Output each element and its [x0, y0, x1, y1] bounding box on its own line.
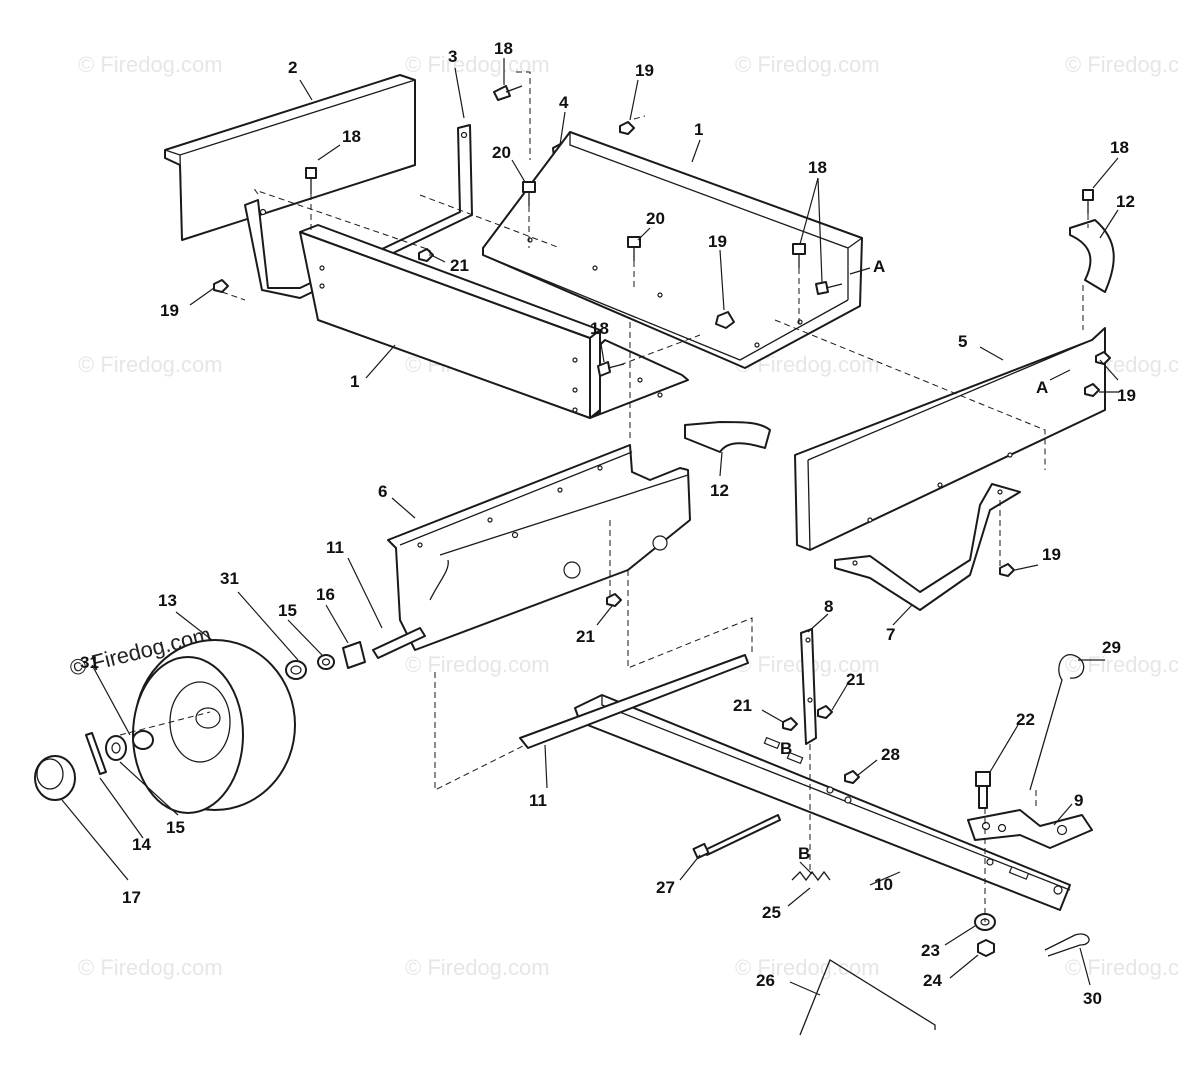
part-17-hub-cap	[34, 755, 76, 801]
part-15-washer-outer	[105, 735, 127, 761]
callout-21: 21	[733, 696, 752, 715]
part-11-axle	[372, 627, 749, 749]
callout-24: 24	[923, 971, 942, 990]
callout-A: A	[873, 257, 885, 276]
part-10-tongue	[574, 694, 1071, 911]
callout-19: 19	[635, 61, 654, 80]
callout-20: 20	[646, 209, 665, 228]
callout-9: 9	[1074, 791, 1083, 810]
part-12-clamp-upper	[1069, 219, 1115, 293]
callout-19: 19	[160, 301, 179, 320]
part-5-front-rail	[794, 327, 1106, 551]
callout-3: 3	[448, 47, 457, 66]
callout-15: 15	[166, 818, 185, 837]
callout-20: 20	[492, 143, 511, 162]
part-31-bushing-outer	[132, 730, 154, 750]
part-14-cotter-pin	[85, 732, 107, 775]
callout-7: 7	[886, 625, 895, 644]
callout-19: 19	[1117, 386, 1136, 405]
callout-31: 31	[220, 569, 239, 588]
watermark-text: © Firedog.com	[78, 955, 223, 980]
watermark-text: © Firedog.com	[735, 52, 880, 77]
callout-19: 19	[708, 232, 727, 251]
part-9-hitch-plate	[967, 809, 1093, 849]
callout-12: 12	[710, 481, 729, 500]
callout-18: 18	[590, 319, 609, 338]
callout-11: 11	[529, 791, 547, 810]
part-8-bracket	[800, 628, 817, 745]
watermark-text: © Firedog.com	[405, 52, 550, 77]
part-12-clamp-lower	[684, 421, 771, 453]
callout-23: 23	[921, 941, 940, 960]
callout-11: 11	[326, 538, 344, 557]
callout-25: 25	[762, 903, 781, 922]
callout-5: 5	[958, 332, 967, 351]
watermark-text: © Firedog.com	[405, 652, 550, 677]
part-13-wheel	[132, 639, 296, 814]
callout-22: 22	[1016, 710, 1035, 729]
callout-28: 28	[881, 745, 900, 764]
callout-A: A	[1036, 378, 1048, 397]
part-1-side-rail-lower	[299, 224, 689, 419]
callout-1: 1	[694, 120, 703, 139]
callout-14: 14	[132, 835, 151, 854]
callout-18: 18	[808, 158, 827, 177]
callout-B: B	[798, 844, 810, 863]
callout-labels: 2 3 18 4 19 1 18 20 20 19 18 A 18 12 19 …	[80, 39, 1136, 1008]
watermark-text: © Firedog.com	[405, 955, 550, 980]
watermark-text: © Firedog.com	[1065, 52, 1180, 77]
callout-13: 13	[158, 591, 177, 610]
callout-21: 21	[450, 256, 469, 275]
fastener-layer	[213, 85, 1111, 1036]
callout-10: 10	[874, 875, 893, 894]
part-31-bushing	[285, 660, 307, 680]
callout-8: 8	[824, 597, 833, 616]
callout-16: 16	[316, 585, 335, 604]
callout-12: 12	[1116, 192, 1135, 211]
part-6-channel	[387, 444, 691, 651]
watermark-text: © Firedog.com	[78, 52, 223, 77]
callout-30: 30	[1083, 989, 1102, 1008]
part-7-strap	[834, 483, 1021, 611]
part-1-side-rail-upper	[482, 131, 863, 369]
part-16-spacer	[342, 641, 366, 669]
callout-17: 17	[122, 888, 141, 907]
watermark-text: © Firedog.com	[1065, 652, 1180, 677]
callout-27: 27	[656, 878, 675, 897]
callout-4: 4	[559, 93, 569, 112]
callout-2: 2	[288, 58, 297, 77]
callout-19: 19	[1042, 545, 1061, 564]
part-15-washer-inner	[317, 654, 335, 670]
callout-18: 18	[1110, 138, 1129, 157]
callout-31: 31	[80, 653, 99, 672]
callout-21: 21	[846, 670, 865, 689]
callout-6: 6	[378, 482, 387, 501]
callout-15: 15	[278, 601, 297, 620]
watermark-text: © Firedog.com	[78, 352, 223, 377]
callout-1: 1	[350, 372, 359, 391]
callout-29: 29	[1102, 638, 1121, 657]
callout-21: 21	[576, 627, 595, 646]
leader-lines	[61, 58, 1119, 996]
assembly-dashed-lines	[119, 71, 1089, 922]
part-2-panel	[164, 74, 416, 241]
watermark-text: © Firedog.com	[1065, 955, 1180, 980]
callout-26: 26	[756, 971, 775, 990]
callout-18: 18	[494, 39, 513, 58]
callout-18: 18	[342, 127, 361, 146]
callout-B: B	[780, 739, 792, 758]
